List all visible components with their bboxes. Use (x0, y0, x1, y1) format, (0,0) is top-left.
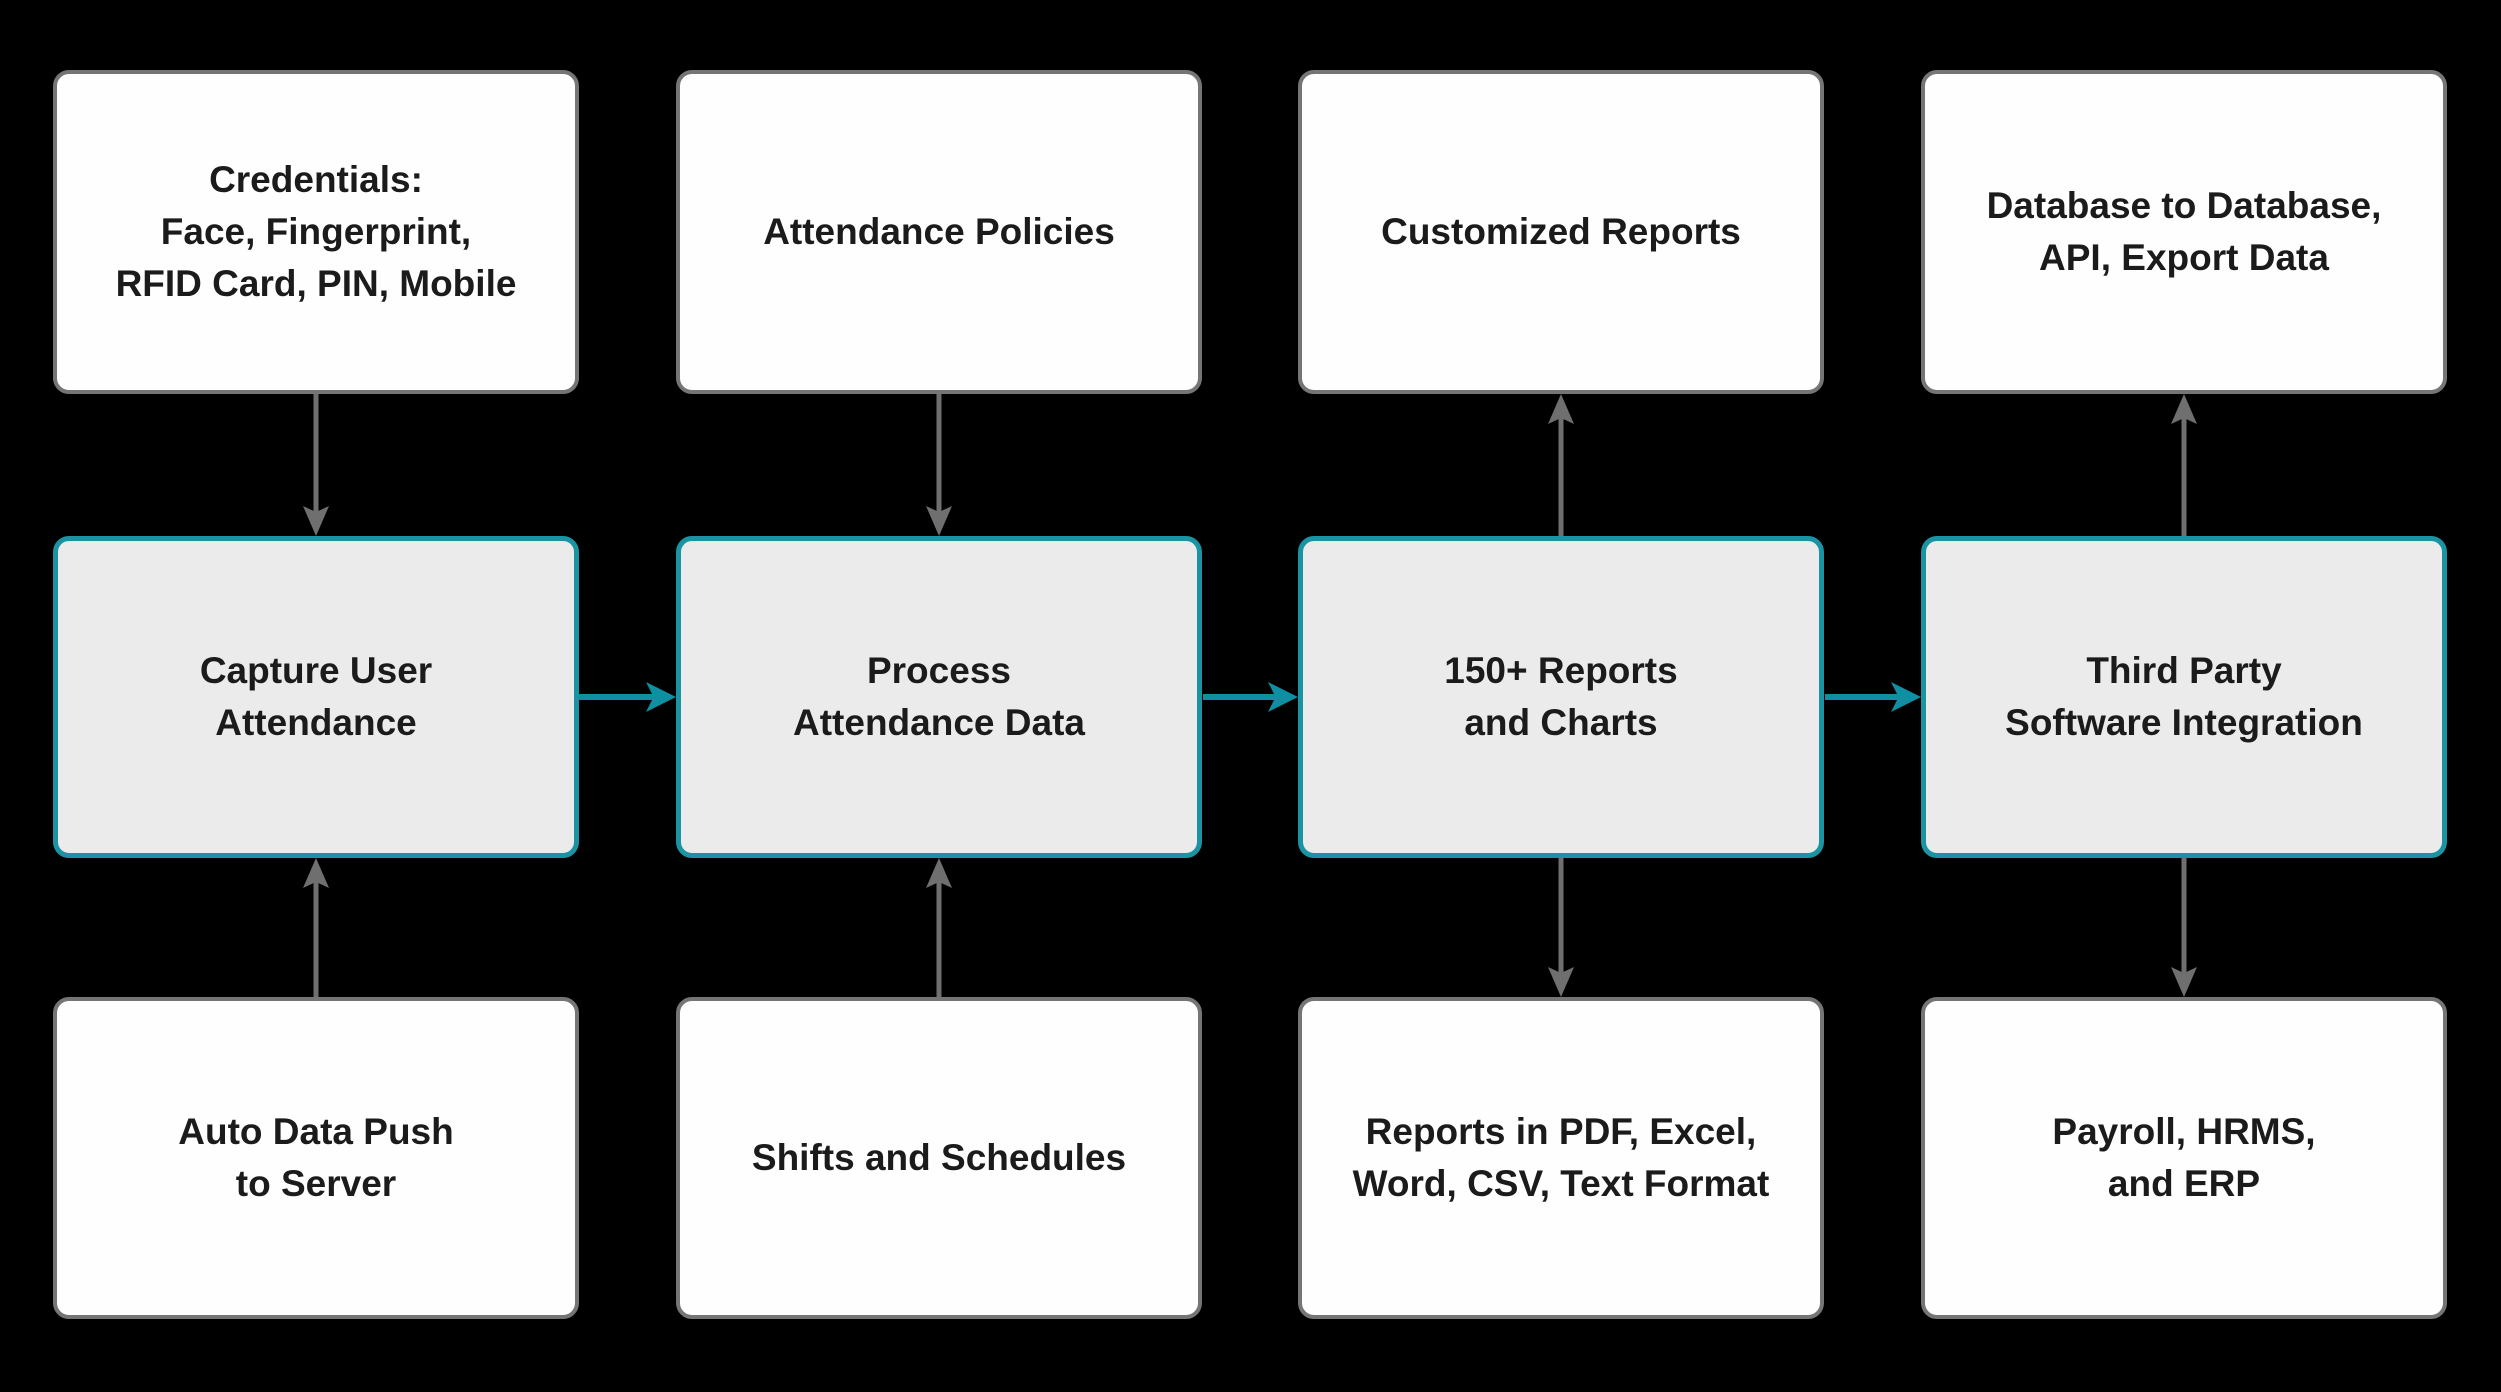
arrow-down-icon (2171, 858, 2197, 997)
node-label: Shifts and Schedules (751, 1137, 1127, 1179)
node-label: Auto Data Push to Server (178, 1111, 454, 1204)
arrow-up-icon (303, 858, 329, 997)
node-process-attendance-data: Process Attendance Data (676, 536, 1202, 858)
arrow-right-icon (579, 682, 676, 712)
arrow-right-icon (1825, 682, 1921, 712)
arrow-up-icon (2171, 394, 2197, 536)
node-label: Attendance Policies (763, 211, 1115, 253)
node-150-reports-charts: 150+ Reports and Charts (1298, 536, 1824, 858)
node-credentials: Credentials: Face, Fingerprint, RFID Car… (53, 70, 579, 394)
node-label: Database to Database, API, Export Data (1986, 185, 2382, 278)
node-label: Reports in PDF, Excel, Word, CSV, Text F… (1352, 1111, 1770, 1204)
node-customized-reports: Customized Reports (1298, 70, 1824, 394)
arrow-up-icon (1548, 394, 1574, 536)
arrow-down-icon (926, 394, 952, 536)
node-auto-data-push: Auto Data Push to Server (53, 997, 579, 1319)
node-payroll-hrms-erp: Payroll, HRMS, and ERP (1921, 997, 2447, 1319)
node-shifts-schedules: Shifts and Schedules (676, 997, 1202, 1319)
arrow-up-icon (926, 858, 952, 997)
node-label: Credentials: Face, Fingerprint, RFID Car… (115, 159, 517, 304)
arrow-down-icon (303, 394, 329, 536)
node-label: Third Party Software Integration (2005, 650, 2363, 743)
arrow-right-icon (1203, 682, 1298, 712)
node-reports-formats: Reports in PDF, Excel, Word, CSV, Text F… (1298, 997, 1824, 1319)
node-third-party-integration: Third Party Software Integration (1921, 536, 2447, 858)
node-label: 150+ Reports and Charts (1444, 650, 1678, 743)
node-capture-user-attendance: Capture User Attendance (53, 536, 579, 858)
node-database-api-export: Database to Database, API, Export Data (1921, 70, 2447, 394)
node-attendance-policies: Attendance Policies (676, 70, 1202, 394)
node-label: Payroll, HRMS, and ERP (2052, 1111, 2316, 1204)
node-label: Process Attendance Data (793, 650, 1085, 743)
arrow-down-icon (1548, 858, 1574, 997)
node-label: Customized Reports (1381, 211, 1741, 253)
node-label: Capture User Attendance (199, 650, 433, 743)
